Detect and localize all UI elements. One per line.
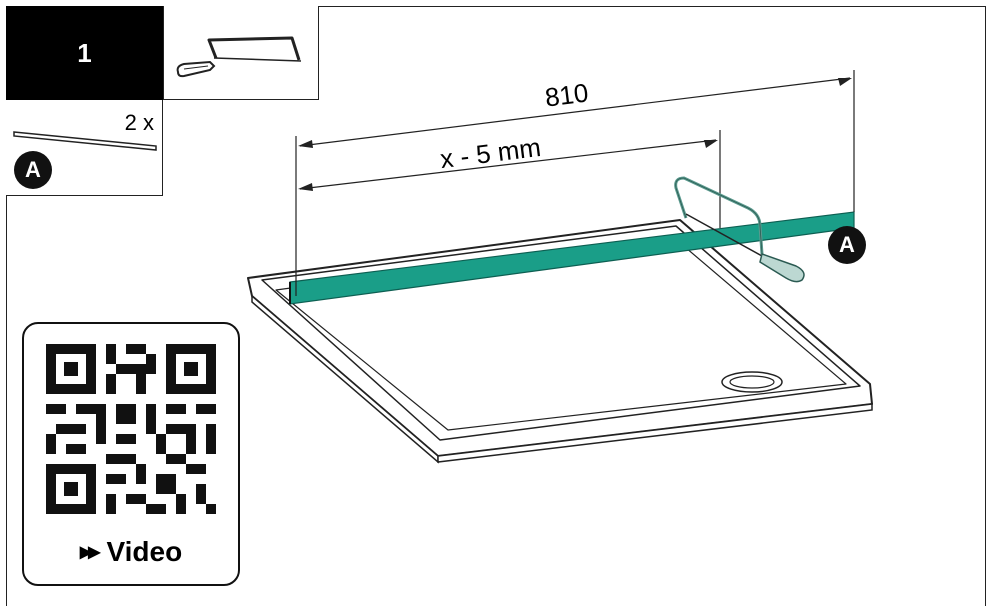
callout-badge: A (828, 226, 866, 264)
part-badge-label: A (25, 157, 41, 182)
tool-panel (163, 6, 319, 100)
video-link-label: Video (106, 536, 183, 567)
step-number-label: 1 (77, 37, 92, 68)
part-badge: A (14, 151, 52, 189)
video-qr-card[interactable]: ▶▶ Video (22, 322, 240, 586)
parts-panel: 2 x A (6, 100, 163, 196)
fast-forward-icon: ▶▶ (79, 544, 101, 561)
dimension-line-total (299, 77, 851, 147)
instruction-frame (6, 6, 986, 606)
video-link[interactable]: ▶▶ Video (24, 536, 238, 568)
dimension-total-label: 810 (543, 77, 590, 113)
step-number: 1 (6, 6, 163, 100)
hacksaw-icon (176, 36, 302, 78)
qr-code-icon (46, 344, 216, 514)
saw-handle (759, 253, 805, 283)
dimension-line-cut (299, 139, 717, 190)
callout-badge-label: A (839, 232, 855, 257)
parts-quantity: 2 x (124, 110, 154, 135)
profile-part-illustration (13, 131, 157, 151)
